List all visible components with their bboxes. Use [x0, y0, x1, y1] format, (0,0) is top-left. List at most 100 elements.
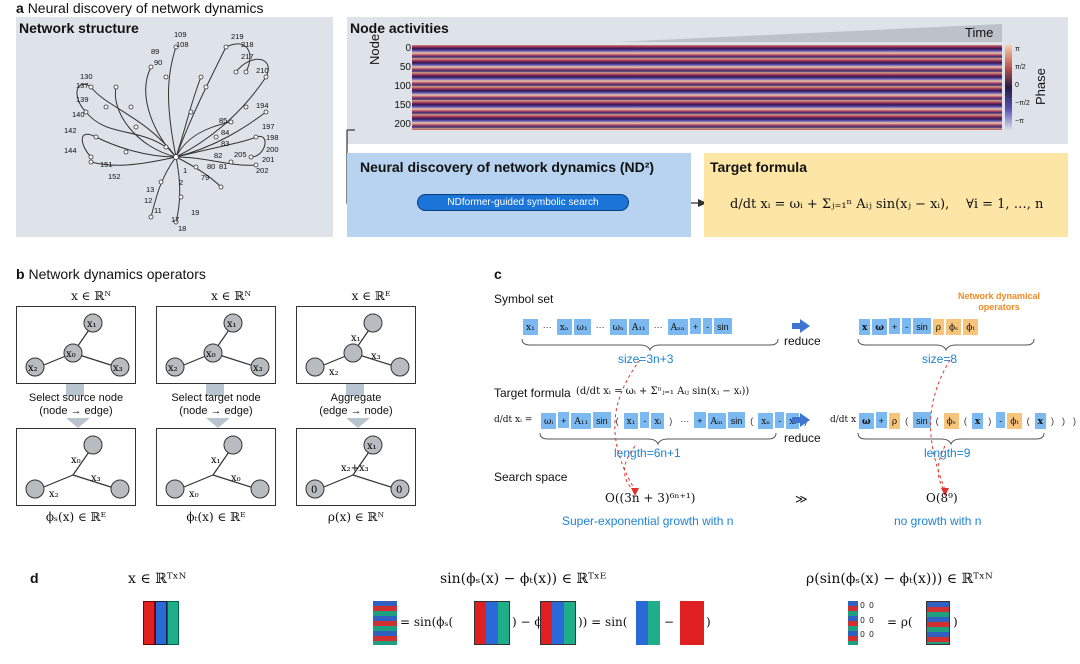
nd2-box: Neural discovery of network dynamics (ND… [347, 153, 691, 237]
op1-arrow-bottom [66, 418, 90, 428]
svg-text:x₀: x₀ [206, 349, 216, 360]
matrix-source-gathered [636, 601, 660, 645]
svg-text:142: 142 [64, 126, 77, 135]
svg-text:82: 82 [214, 151, 222, 160]
svg-text:90: 90 [154, 58, 162, 67]
op1-node-x1: x₁ [87, 319, 97, 330]
svg-text:x₃: x₃ [371, 351, 381, 362]
svg-text:85: 85 [219, 116, 227, 125]
op2-bottom-domain: ϕₜ(x) ∈ ℝᴱ [186, 510, 246, 524]
svg-text:218: 218 [241, 40, 254, 49]
network-ops-label: Network dynamical operators [957, 291, 1041, 312]
svg-text:18: 18 [178, 224, 186, 233]
svg-text:x₀: x₀ [189, 489, 199, 500]
brace-right-1 [857, 338, 1035, 351]
op2-top-domain: x ∈ ℝᴺ [211, 289, 251, 303]
op1-node-x0: x₀ [66, 349, 76, 360]
nd2-title: Neural discovery of network dynamics (ND… [360, 159, 655, 175]
length-left: length=6n+1 [614, 446, 681, 460]
reduce-label-1: reduce [784, 334, 821, 348]
brace-left-1 [521, 338, 779, 351]
eq2-close: ) [706, 615, 711, 629]
svg-text:108: 108 [176, 40, 189, 49]
op1-node-x2: x₂ [28, 363, 38, 374]
svg-text:x₁: x₁ [211, 455, 221, 466]
target-formula-box: Target formula d/dt xᵢ = ωᵢ + Σⱼ₌₁ⁿ Aᵢⱼ … [704, 153, 1068, 237]
eq3-part1: = ρ( [887, 615, 913, 629]
matrix-sin-input [926, 601, 950, 645]
much-greater: ≫ [795, 492, 808, 506]
op2-arrow-top [206, 384, 224, 396]
svg-text:151: 151 [100, 160, 113, 169]
expr-rho-domain: ρ(sin(ϕₛ(x) − ϕₜ(x))) ∈ ℝᵀˣᴺ [806, 571, 993, 587]
matrix-sin-result [373, 601, 397, 645]
svg-text:205: 205 [234, 150, 247, 159]
target-formula-label: Target formula [494, 386, 571, 400]
svg-text:152: 152 [108, 172, 121, 181]
svg-text:x₂+x₃: x₂+x₃ [341, 463, 369, 474]
network-structure-title: Network structure [19, 20, 139, 36]
op2-arrow-bottom [206, 418, 230, 428]
phase-label: Phase [1033, 68, 1048, 105]
op2-label: Select target node(node → edge) [171, 392, 261, 417]
svg-text:x₃: x₃ [91, 473, 101, 484]
eq2-part3: )) = sin( [578, 615, 628, 629]
time-arrow [617, 24, 1002, 42]
svg-text:202: 202 [256, 166, 269, 175]
svg-text:200: 200 [266, 145, 279, 154]
svg-text:17: 17 [171, 215, 179, 224]
svg-text:13: 13 [146, 185, 154, 194]
svg-text:137: 137 [76, 81, 89, 90]
target-formula-cond: ∀i = 1, …, n [966, 197, 1044, 212]
svg-text:x₂: x₂ [329, 367, 339, 378]
brace-right-2 [857, 432, 1045, 445]
growth-right: no growth with n [894, 514, 982, 528]
matrix-x [143, 601, 179, 645]
svg-text:x₀: x₀ [231, 473, 241, 484]
complexity-right: O(8⁹) [926, 491, 958, 505]
op3-arrow-bottom [346, 418, 370, 428]
op1-label: Select source node(node → edge) [28, 392, 124, 417]
svg-text:2: 2 [179, 178, 183, 187]
panel-a-title: a Neural discovery of network dynamics [16, 0, 264, 16]
svg-text:79: 79 [201, 173, 209, 182]
expr-x-domain: x ∈ ℝᵀˣᴺ [128, 571, 187, 587]
panel-b-title: b Network dynamics operators [16, 266, 206, 282]
op1-bottom-graph: x₀ x₂ x₃ [16, 428, 136, 506]
svg-text:80: 80 [207, 162, 215, 171]
eq2-minus: − [664, 615, 675, 629]
red-dashed-arrows [614, 359, 951, 496]
length-right: length=9 [924, 446, 971, 460]
svg-text:201: 201 [262, 155, 275, 164]
op1-node-x3: x₃ [113, 363, 123, 374]
search-space-label: Search space [494, 470, 568, 484]
op2-top-graph: x₁ x₀ x₂ x₃ [156, 306, 276, 384]
svg-text:12: 12 [144, 196, 152, 205]
matrix-phi-s [474, 601, 510, 645]
reduce-label-2: reduce [784, 431, 821, 445]
op3-top-graph: x₁ x₂ x₃ [296, 306, 416, 384]
op2-bottom-graph: x₁ x₀ x₀ [156, 428, 276, 506]
svg-text:140: 140 [72, 110, 85, 119]
phase-heatmap [412, 45, 1002, 130]
svg-text:x₂: x₂ [168, 363, 178, 374]
svg-text:84: 84 [221, 128, 229, 137]
svg-text:x₁: x₁ [351, 333, 361, 344]
reduce-arrow-2 [800, 413, 810, 427]
formula-right-tokens: ω+ρ(sin(ϕₛ(x)-ϕₜ(x)))) [858, 411, 1080, 430]
panel-d-title: d [30, 570, 39, 586]
reduce-arrow-1 [800, 319, 810, 333]
op1-bottom-domain: ϕₛ(x) ∈ ℝᴱ [45, 510, 107, 524]
svg-text:0: 0 [311, 485, 317, 496]
ndformer-pill: NDformer-guided symbolic search [417, 194, 629, 211]
svg-text:x₂: x₂ [49, 489, 59, 500]
svg-text:194: 194 [256, 101, 269, 110]
op3-arrow-top [346, 384, 364, 396]
svg-text:19: 19 [191, 208, 199, 217]
svg-text:89: 89 [151, 47, 159, 56]
size-left: size=3n+3 [618, 352, 674, 366]
op1-top-domain: x ∈ ℝᴺ [71, 289, 111, 303]
